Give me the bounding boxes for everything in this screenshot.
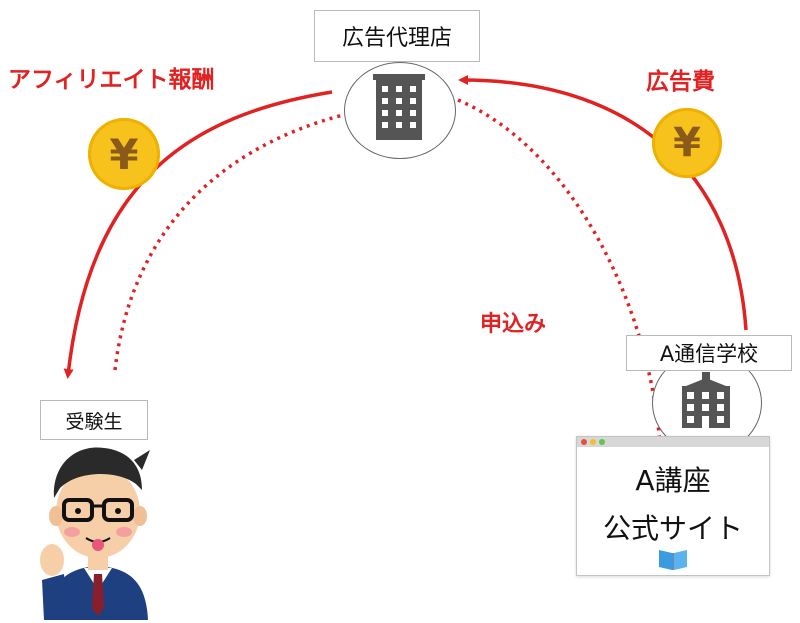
student-label-text: 受験生 [65, 410, 123, 433]
school-building-icon [682, 372, 730, 428]
application-label: 申込み [480, 312, 547, 337]
student-person-icon [40, 447, 150, 620]
agency-label: 広告代理店 [314, 10, 480, 62]
minimize-dot-icon [590, 439, 596, 445]
site-title-line1: A講座 [635, 464, 711, 497]
site-window: A講座 公式サイト [576, 436, 770, 576]
site-title-line2: 公式サイト [602, 512, 743, 545]
ad-fee-label: 広告費 [646, 69, 715, 95]
close-dot-icon [581, 439, 587, 445]
window-titlebar [577, 437, 769, 447]
student-label: 受験生 [40, 400, 148, 440]
maximize-dot-icon [599, 439, 605, 445]
yen-coin-icon-right: ¥ [652, 108, 722, 178]
book-icon [659, 550, 687, 570]
school-label: A通信学校 [626, 335, 792, 371]
yen-symbol: ¥ [673, 120, 701, 166]
yen-coin-icon-left: ¥ [88, 118, 160, 190]
office-building-icon [373, 74, 425, 140]
affiliate-reward-label: アフィリエイト報酬 [8, 67, 215, 93]
application-dotted-arrow [457, 98, 665, 449]
school-label-text: A通信学校 [659, 342, 759, 366]
yen-symbol: ¥ [109, 129, 139, 179]
agency-label-text: 広告代理店 [341, 26, 452, 51]
student-application-dotted-line [113, 113, 344, 371]
